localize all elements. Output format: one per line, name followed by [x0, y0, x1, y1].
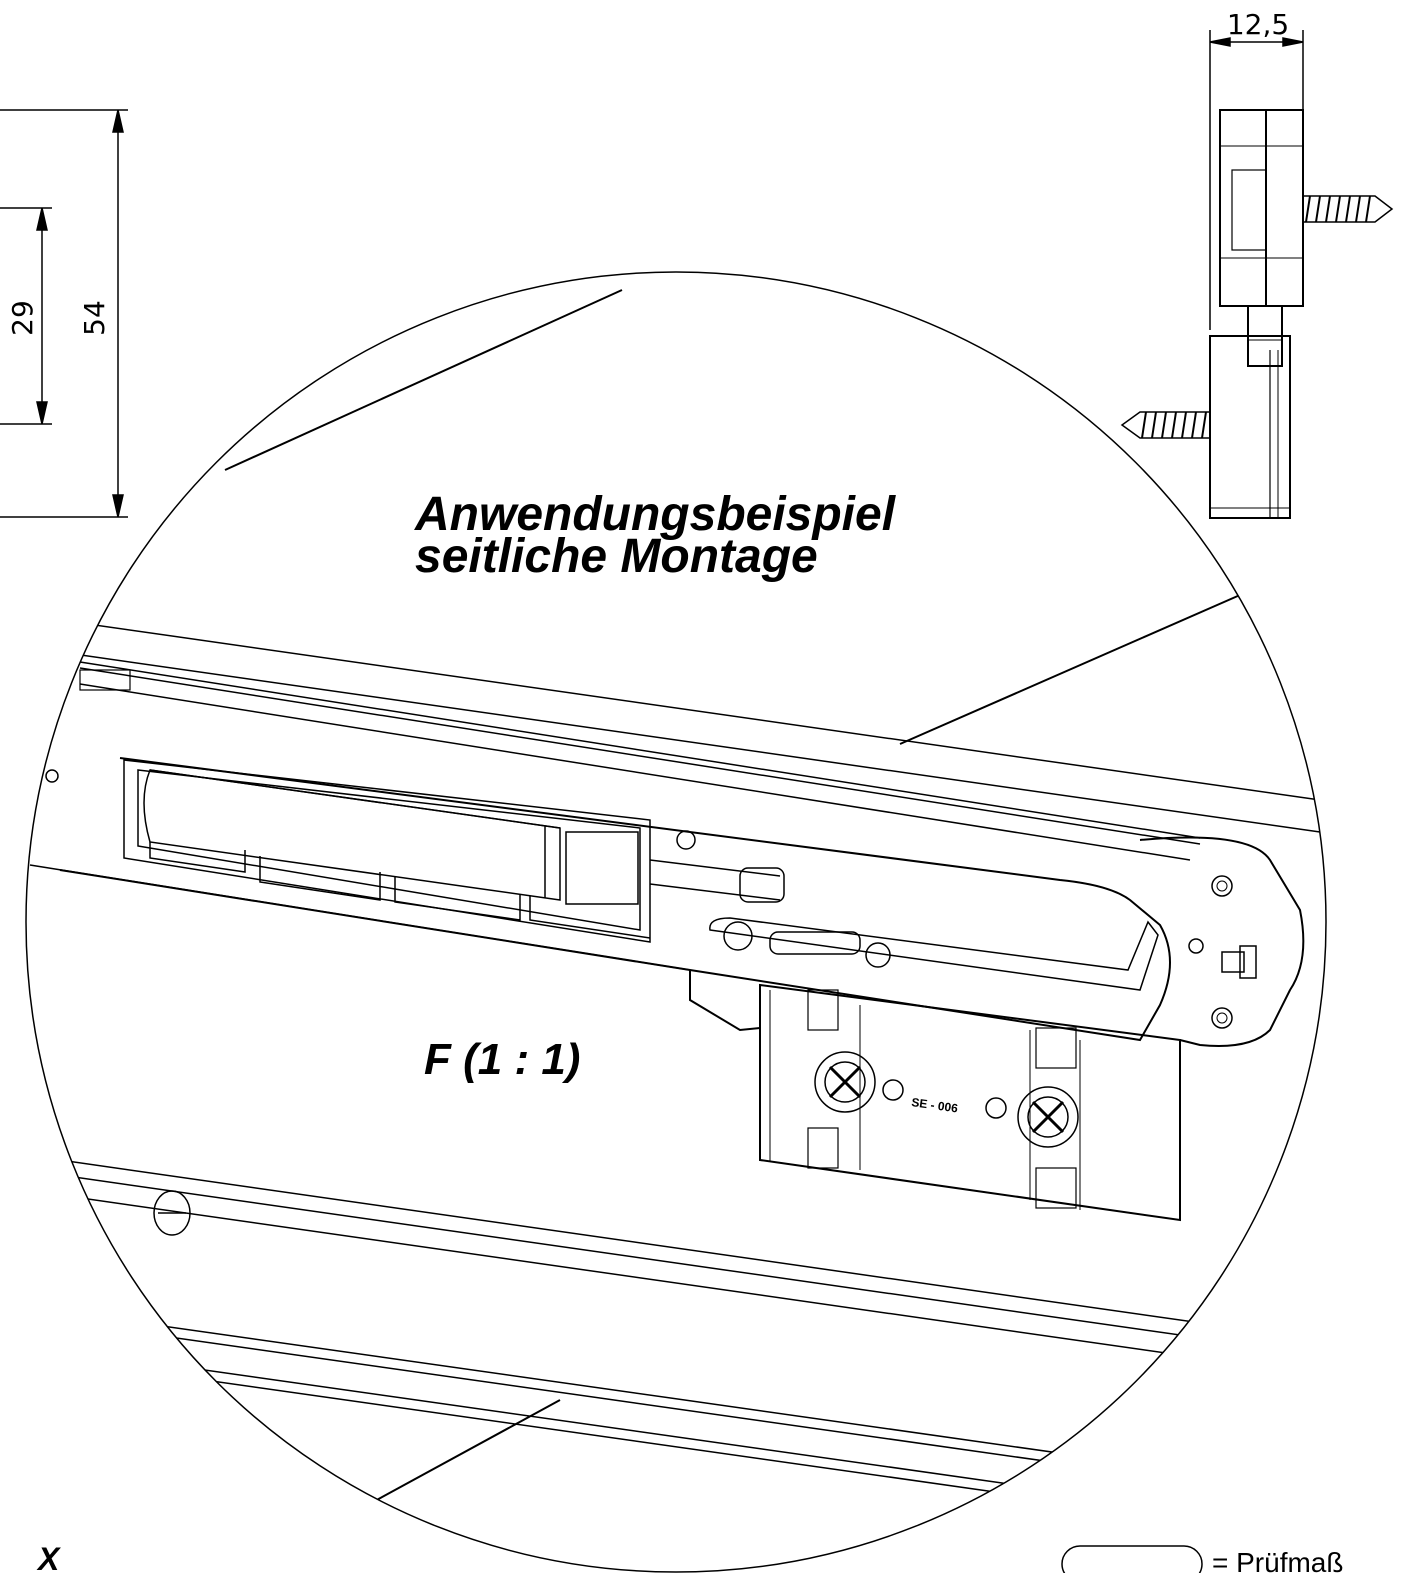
pin-icon	[1221, 945, 1257, 979]
damper-housing	[29, 757, 1171, 1042]
detail-circle	[25, 271, 1327, 1573]
mounting-bracket	[689, 970, 1181, 1222]
lever-arm	[709, 917, 1159, 991]
dimension-29	[0, 207, 52, 425]
detail-scale-label: F (1 : 1)	[424, 1035, 580, 1084]
dimension-54-label: 54	[78, 300, 111, 336]
detail-title-line1: Anwendungsbeispiel	[414, 488, 897, 541]
screw-right-icon	[1302, 195, 1394, 223]
dimension-54	[0, 109, 128, 518]
detail-title-line2: seitliche Montage	[415, 530, 818, 583]
dimension-12-5	[1209, 30, 1304, 330]
dimension-12-5-label: 12,5	[1227, 8, 1289, 41]
detail-view	[29, 289, 1321, 1539]
side-view	[1209, 109, 1304, 519]
part-label: SE - 006	[911, 1095, 960, 1115]
lower-rail	[59, 1159, 1321, 1539]
legend-text: = Prüfmaß	[1212, 1547, 1343, 1573]
bracket-screw-left-icon	[814, 1051, 876, 1113]
legend: = Prüfmaß	[1061, 1545, 1343, 1573]
corner-label: X	[36, 1541, 61, 1573]
legend-check-dimension-symbol	[1061, 1545, 1203, 1573]
rail-hole-icon	[153, 1190, 191, 1236]
upper-rail	[59, 619, 1321, 861]
screw-left-icon	[1120, 411, 1211, 439]
damper-slot	[123, 759, 785, 943]
dimension-29-label: 29	[6, 300, 39, 336]
bracket-screw-right-icon	[1017, 1086, 1079, 1148]
